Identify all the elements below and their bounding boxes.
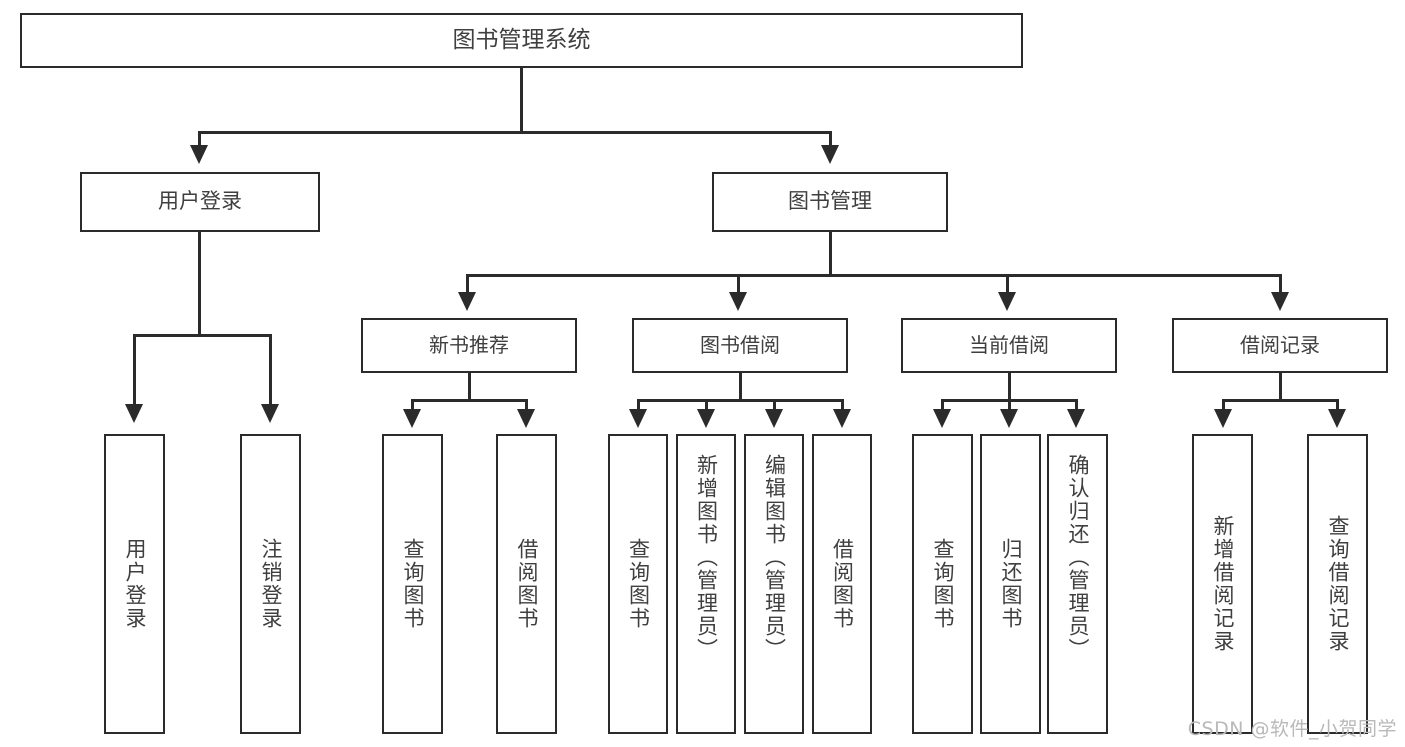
connector-root-stem	[520, 68, 523, 133]
node-borrow-record[interactable]: 借阅记录	[1172, 318, 1388, 373]
connector-new-stem	[468, 373, 471, 401]
node-label: 新书推荐	[429, 333, 509, 358]
connector-root-bar	[198, 131, 832, 134]
arrow-record-leaf1	[1214, 409, 1232, 428]
connector-root-to-user	[198, 131, 201, 145]
leaf-label: 新增图书（管理员）	[694, 454, 719, 661]
node-user-login[interactable]: 用户登录	[80, 172, 320, 232]
connector-user-leaf1	[133, 334, 136, 404]
leaf-borrow-borrow-book[interactable]: 借阅图书	[812, 434, 872, 734]
leaf-new-borrow-book[interactable]: 借阅图书	[496, 434, 557, 734]
connector-book-to-record	[1279, 274, 1282, 292]
connector-record-leaf1	[1222, 399, 1225, 409]
arrow-book-to-record	[1271, 292, 1289, 311]
node-label: 图书管理	[788, 189, 872, 214]
leaf-label: 新增借阅记录	[1211, 515, 1235, 653]
arrow-user-leaf1	[125, 404, 143, 423]
node-label: 用户登录	[158, 189, 242, 214]
csdn-watermark: CSDN @软件_小贺同学	[1187, 718, 1397, 740]
arrow-record-leaf2	[1328, 409, 1346, 428]
connector-borrow-leaf4	[841, 399, 844, 409]
node-label: 借阅记录	[1240, 333, 1320, 358]
arrow-root-to-user	[190, 145, 208, 164]
connector-book-bar	[466, 274, 1282, 277]
arrow-book-to-current	[998, 292, 1016, 311]
leaf-label: 注销登录	[259, 538, 283, 630]
connector-record-bar	[1222, 399, 1339, 402]
arrow-borrow-leaf3	[765, 409, 783, 428]
connector-user-leaf2	[269, 334, 272, 404]
connector-borrow-bar	[637, 399, 844, 402]
leaf-label: 查询图书	[626, 538, 651, 630]
arrow-borrow-leaf2	[697, 409, 715, 428]
connector-book-to-borrow	[737, 274, 740, 292]
leaf-current-confirm-return[interactable]: 确认归还（管理员）	[1047, 434, 1108, 734]
arrow-new-leaf2	[517, 409, 535, 428]
leaf-borrow-edit-book[interactable]: 编辑图书（管理员）	[744, 434, 804, 734]
connector-book-stem	[829, 232, 832, 276]
arrow-current-leaf3	[1067, 409, 1085, 428]
leaf-label: 查询图书	[931, 538, 955, 630]
arrow-book-to-borrow	[729, 292, 747, 311]
leaf-current-query-book[interactable]: 查询图书	[912, 434, 973, 734]
arrow-new-leaf1	[403, 409, 421, 428]
node-book-borrow[interactable]: 图书借阅	[632, 318, 848, 373]
node-new-book-recommend[interactable]: 新书推荐	[361, 318, 577, 373]
leaf-label: 用户登录	[123, 538, 147, 630]
connector-book-to-current	[1006, 274, 1009, 292]
connector-record-leaf2	[1336, 399, 1339, 409]
arrow-user-leaf2	[261, 404, 279, 423]
node-root-system[interactable]: 图书管理系统	[20, 13, 1023, 68]
leaf-label: 借阅图书	[515, 538, 539, 630]
arrow-book-to-new	[458, 292, 476, 311]
leaf-label: 编辑图书（管理员）	[762, 454, 787, 661]
leaf-current-return-book[interactable]: 归还图书	[980, 434, 1041, 734]
connector-user-bar	[133, 334, 272, 337]
leaf-label: 确认归还（管理员）	[1066, 454, 1090, 661]
connector-borrow-stem	[739, 373, 742, 401]
leaf-record-add-record[interactable]: 新增借阅记录	[1192, 434, 1253, 734]
connector-current-leaf3	[1075, 399, 1078, 409]
leaf-user-logout[interactable]: 注销登录	[240, 434, 301, 734]
connector-current-leaf2	[1008, 399, 1011, 409]
node-book-management[interactable]: 图书管理	[712, 172, 948, 232]
leaf-record-query-record[interactable]: 查询借阅记录	[1307, 434, 1368, 734]
node-label: 当前借阅	[969, 333, 1049, 358]
node-current-borrow[interactable]: 当前借阅	[901, 318, 1117, 373]
leaf-label: 查询借阅记录	[1326, 515, 1350, 653]
arrow-current-leaf2	[1000, 409, 1018, 428]
connector-record-stem	[1279, 373, 1282, 401]
arrow-borrow-leaf1	[629, 409, 647, 428]
leaf-label: 归还图书	[999, 538, 1023, 630]
leaf-label: 查询图书	[401, 538, 425, 630]
connector-current-leaf1	[941, 399, 944, 409]
node-label: 图书管理系统	[452, 26, 591, 53]
connector-borrow-leaf2	[705, 399, 708, 409]
connector-new-bar	[411, 399, 528, 402]
leaf-borrow-add-book[interactable]: 新增图书（管理员）	[676, 434, 736, 734]
arrow-current-leaf1	[933, 409, 951, 428]
leaf-borrow-query-book[interactable]: 查询图书	[608, 434, 668, 734]
connector-new-leaf1	[411, 399, 414, 409]
arrow-root-to-book	[821, 145, 839, 164]
connector-borrow-leaf1	[637, 399, 640, 409]
connector-root-to-book	[829, 131, 832, 145]
node-label: 图书借阅	[700, 333, 780, 358]
connector-book-to-new	[466, 274, 469, 292]
leaf-user-login[interactable]: 用户登录	[104, 434, 165, 734]
connector-user-stem	[198, 232, 201, 336]
leaf-label: 借阅图书	[830, 538, 855, 630]
arrow-borrow-leaf4	[833, 409, 851, 428]
leaf-new-query-book[interactable]: 查询图书	[382, 434, 443, 734]
connector-new-leaf2	[525, 399, 528, 409]
connector-current-stem	[1008, 373, 1011, 401]
connector-borrow-leaf3	[773, 399, 776, 409]
